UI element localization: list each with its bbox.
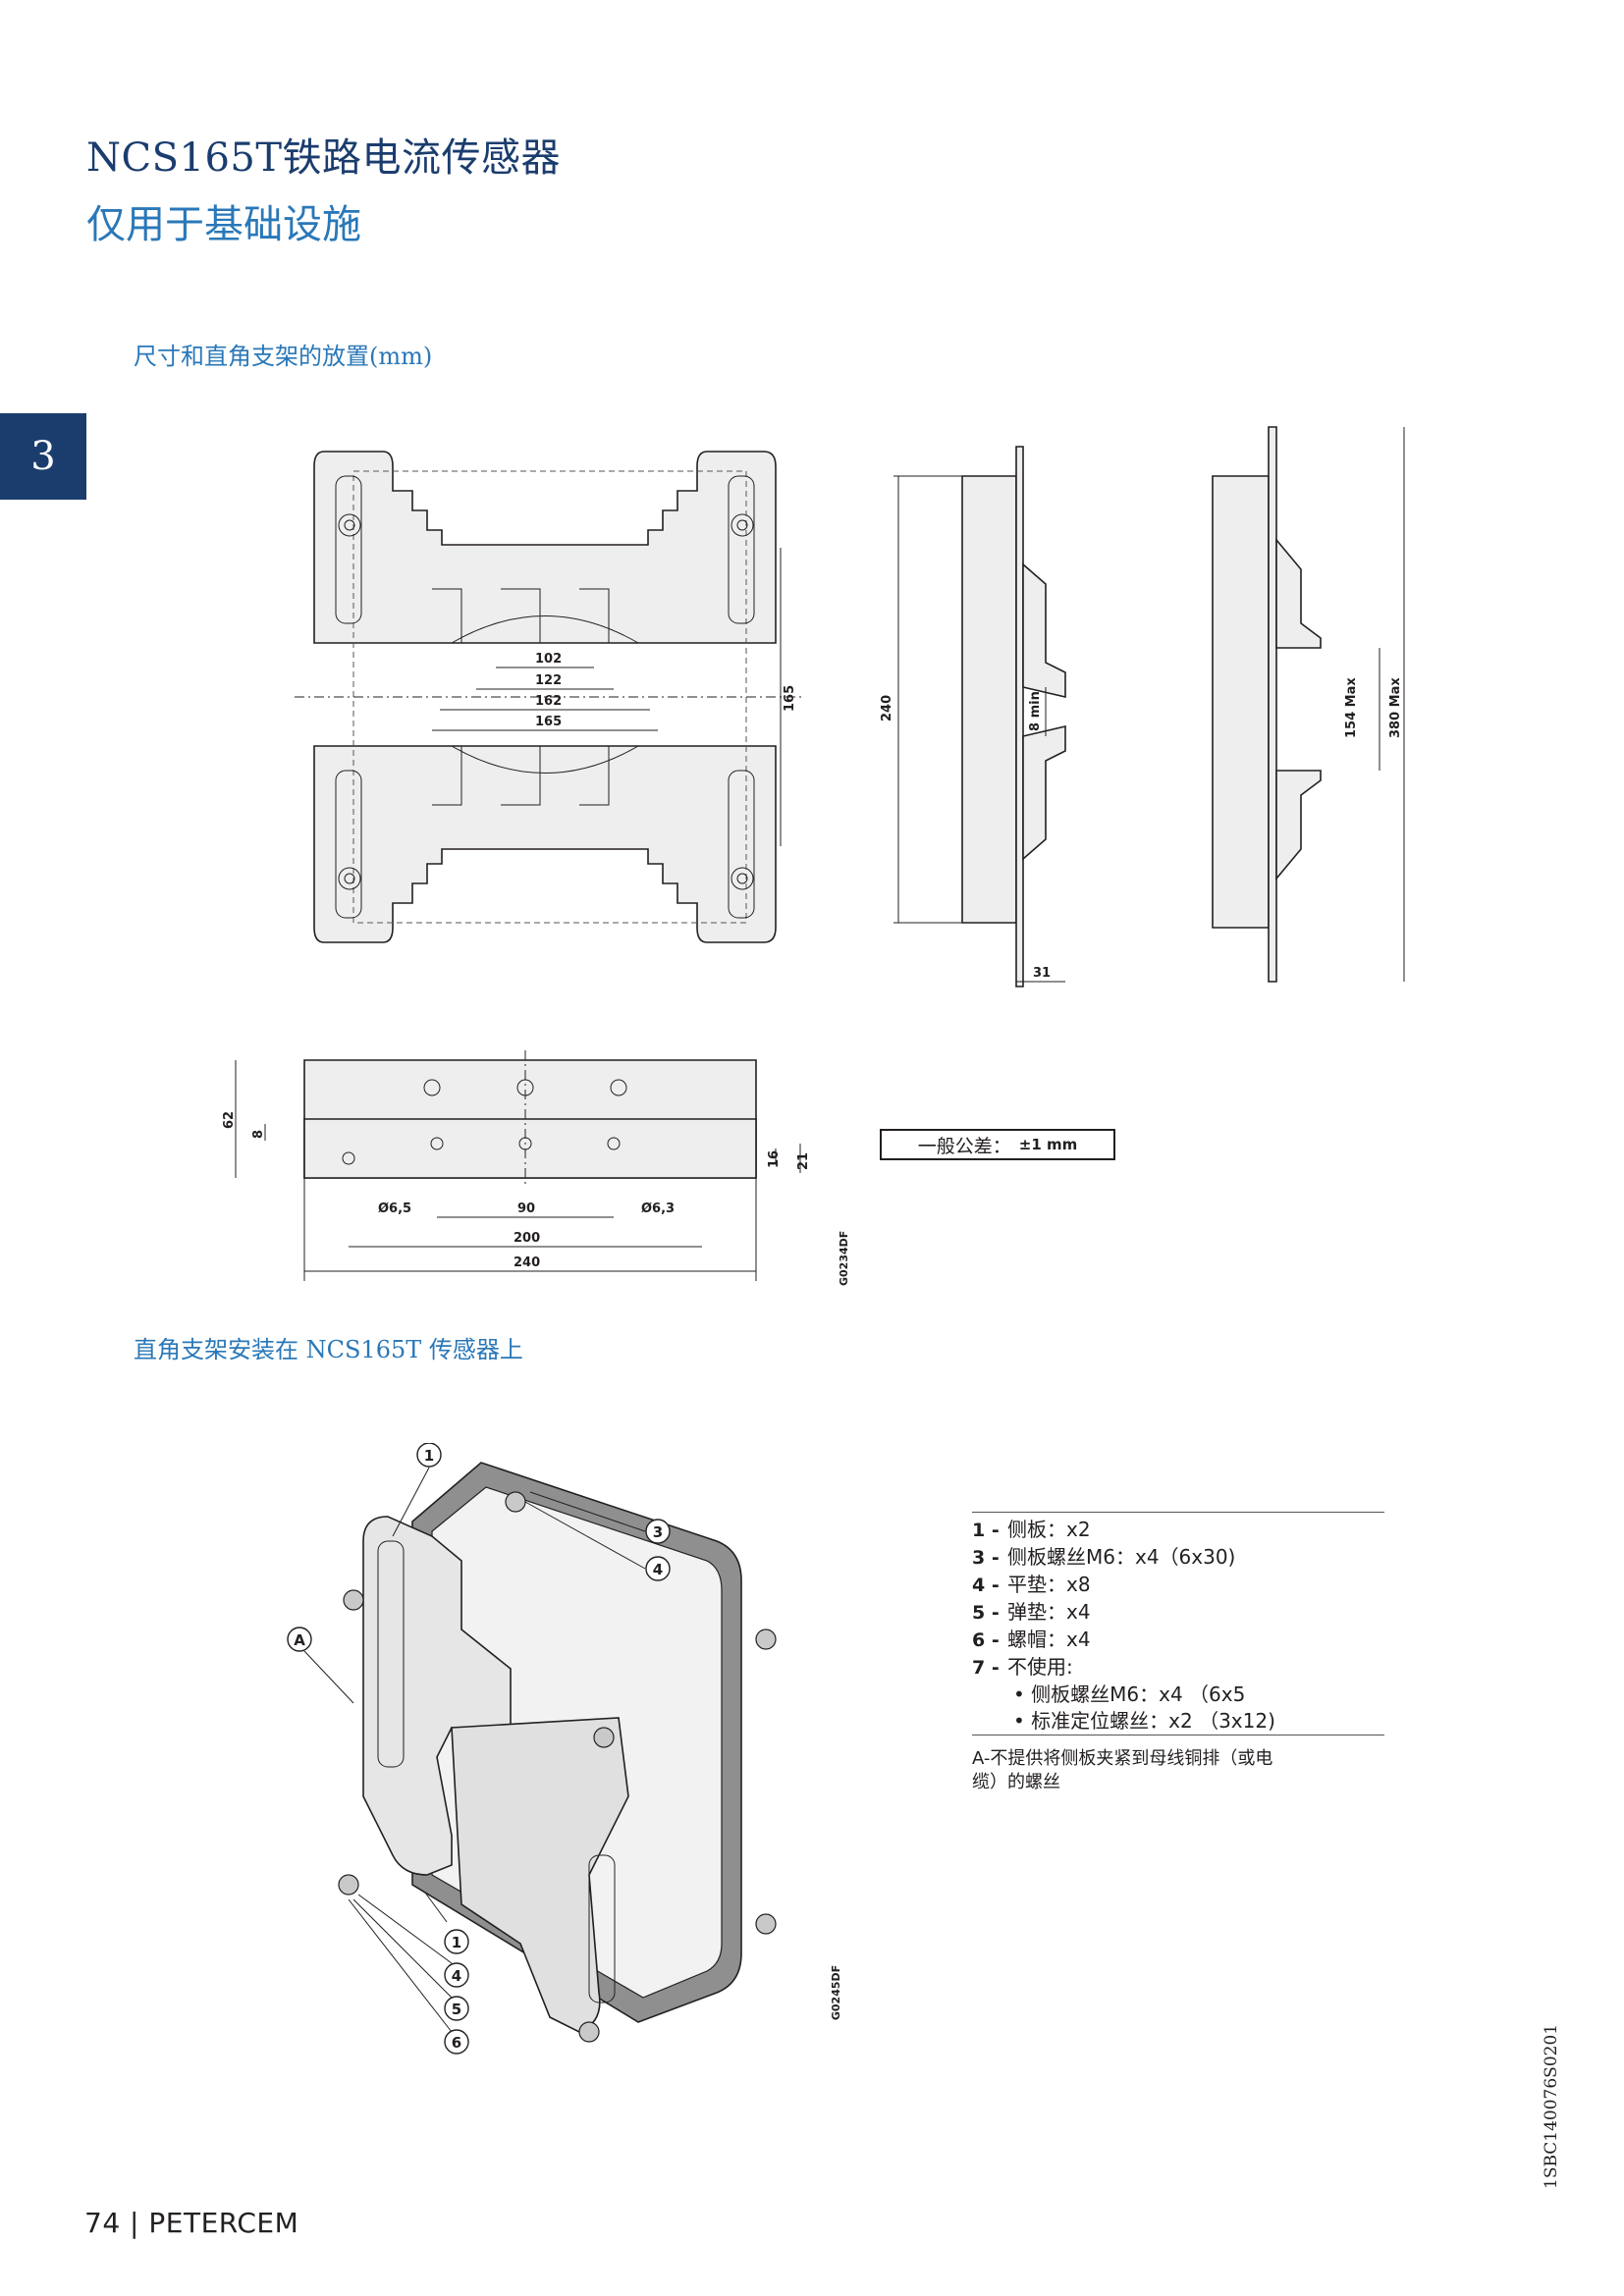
dim-8-min: 8 min bbox=[1028, 691, 1043, 731]
callout-4-bottom: 4 bbox=[452, 1967, 461, 1985]
brand-name: PETERCEM bbox=[148, 2207, 299, 2239]
page-number: 74 bbox=[84, 2207, 121, 2239]
dim-31: 31 bbox=[1033, 966, 1051, 981]
drawing-code-1: G0234DF bbox=[838, 1231, 850, 1286]
front-view-drawing: 62 8 16 21 Ø6,5 90 Ø6,3 200 240 G0234DF bbox=[222, 1050, 850, 1286]
parts-legend: 1 -侧板：x2 3 -侧板螺丝M6：x4（6x30) 4 -平垫：x8 5 -… bbox=[972, 1512, 1384, 1794]
dim-240: 240 bbox=[880, 695, 894, 721]
side-view-drawing: 240 31 8 min bbox=[880, 446, 1066, 988]
dim-90: 90 bbox=[517, 1201, 535, 1216]
page-subtitle: 仅用于基础设施 bbox=[86, 202, 361, 247]
top-view-drawing: 102 122 162 165 165 bbox=[295, 451, 805, 943]
dim-165-h: 165 bbox=[535, 715, 562, 729]
section-caption-mounting: 直角支架安装在 NCS165T 传感器上 bbox=[134, 1336, 523, 1363]
legend-item: 6 -螺帽：x4 bbox=[972, 1628, 1091, 1651]
legend-item: 3 -侧板螺丝M6：x4（6x30) bbox=[972, 1545, 1236, 1569]
dim-380-max: 380 Max bbox=[1388, 677, 1403, 738]
chapter-tab: 3 bbox=[0, 413, 86, 500]
legend-list: 1 -侧板：x2 3 -侧板螺丝M6：x4（6x30) 4 -平垫：x8 5 -… bbox=[972, 1517, 1384, 1735]
document-id: 1SBC140076S0201 bbox=[1542, 2023, 1561, 2189]
dim-200: 200 bbox=[514, 1231, 540, 1246]
dim-165-v: 165 bbox=[783, 685, 797, 712]
dim-154-max: 154 Max bbox=[1344, 677, 1359, 738]
dim-122: 122 bbox=[535, 673, 562, 688]
legend-item: 1 -侧板：x2 bbox=[972, 1518, 1091, 1541]
section-caption-dimensions: 尺寸和直角支架的放置(mm) bbox=[134, 343, 433, 370]
legend-top-rule bbox=[972, 1512, 1384, 1513]
legend-note: A-不提供将侧板夹紧到母线铜排（或电缆）的螺丝 bbox=[972, 1748, 1273, 1792]
callout-1-top: 1 bbox=[424, 1447, 434, 1465]
legend-item: 7 -不使用: bbox=[972, 1655, 1073, 1679]
dim-162: 162 bbox=[535, 694, 562, 709]
dim-16: 16 bbox=[767, 1150, 782, 1168]
assembly-drawing: 1 3 4 A 1 4 5 6 G0245DF bbox=[287, 1443, 842, 2055]
dim-62: 62 bbox=[222, 1111, 237, 1129]
dim-d6-3: Ø6,3 bbox=[641, 1201, 675, 1216]
tolerance-label: 一般公差： bbox=[917, 1135, 1011, 1157]
tolerance-value: ±1 mm bbox=[1018, 1136, 1078, 1153]
legend-subitem: • 侧板螺丝M6：x4 （6x5 bbox=[1013, 1682, 1246, 1706]
callout-6: 6 bbox=[452, 2034, 461, 2052]
legend-item: 4 -平垫：x8 bbox=[972, 1573, 1091, 1596]
legend-subitem: • 标准定位螺丝：x2 （3x12) bbox=[1013, 1709, 1275, 1733]
dim-8: 8 bbox=[251, 1130, 266, 1139]
footer-separator: | bbox=[130, 2207, 139, 2239]
callout-4-top: 4 bbox=[653, 1561, 663, 1578]
dim-240-base: 240 bbox=[514, 1255, 540, 1270]
dim-d6-5: Ø6,5 bbox=[378, 1201, 411, 1216]
dim-102: 102 bbox=[535, 652, 562, 667]
tolerance-box: 一般公差： ±1 mm bbox=[880, 1129, 1115, 1160]
page-footer: 74 | PETERCEM bbox=[84, 2207, 298, 2239]
page-title: NCS165T铁路电流传感器 bbox=[86, 135, 562, 181]
callout-a: A bbox=[294, 1631, 305, 1649]
dim-21: 21 bbox=[796, 1152, 811, 1170]
legend-item: 5 -弹垫：x4 bbox=[972, 1600, 1091, 1624]
callout-5: 5 bbox=[452, 2001, 461, 2018]
callout-3: 3 bbox=[653, 1523, 663, 1541]
drawing-code-2: G0245DF bbox=[830, 1965, 842, 2020]
callout-1-bottom: 1 bbox=[452, 1934, 461, 1951]
side-view-max-drawing: 154 Max 380 Max bbox=[1212, 426, 1405, 983]
